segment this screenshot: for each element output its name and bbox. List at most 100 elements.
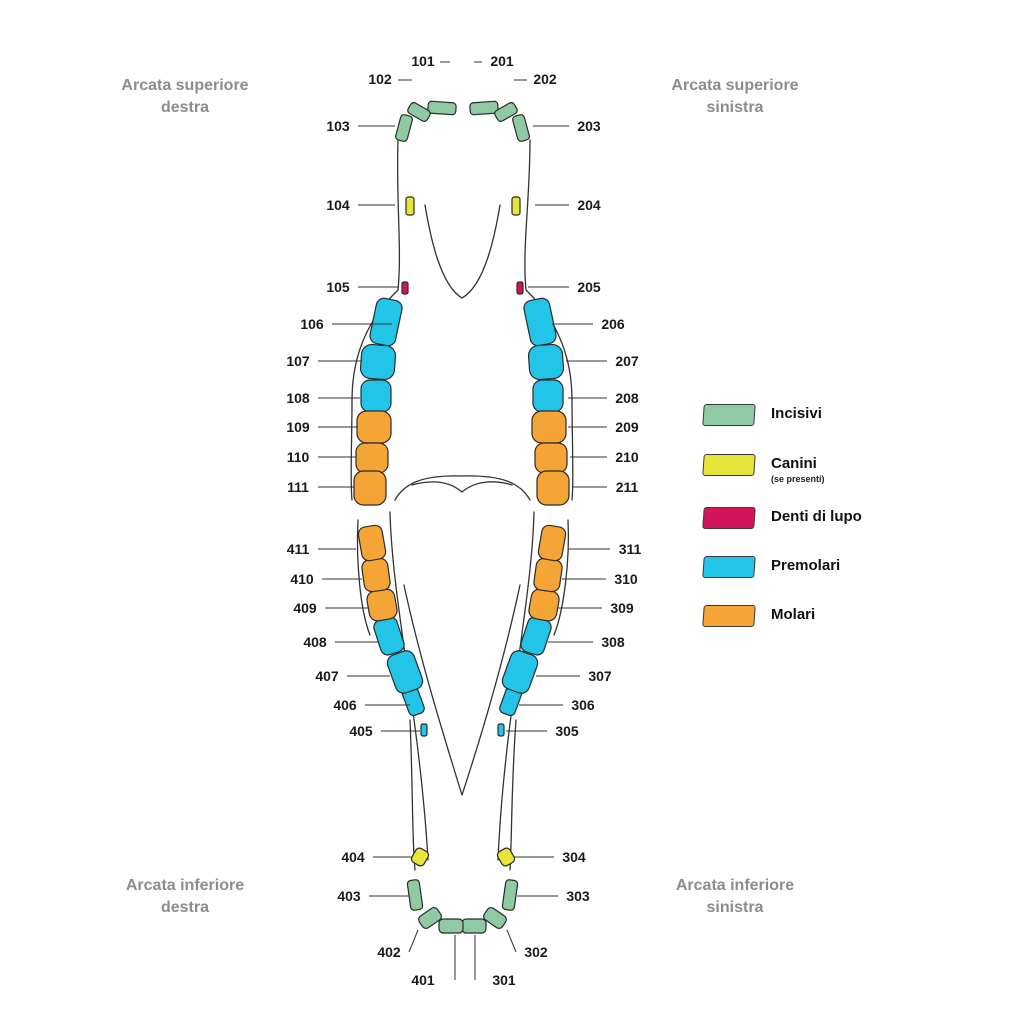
tooth-207 xyxy=(527,343,565,381)
tooth-204 xyxy=(511,196,521,216)
legend-label-denti-di-lupo: Denti di lupo xyxy=(771,508,862,525)
tooth-number-labels: 1011021031041051061071081091101112012022… xyxy=(286,53,641,988)
legend-item-molari: Molari xyxy=(702,601,923,631)
region-upper-left-line1: Arcata superiore xyxy=(671,77,799,94)
tooth-label-404: 404 xyxy=(341,849,365,865)
tooth-label-401: 401 xyxy=(411,972,435,988)
tooth-label-205: 205 xyxy=(577,279,601,295)
tooth-label-309: 309 xyxy=(610,600,634,616)
tooth-210 xyxy=(534,442,568,474)
tooth-label-210: 210 xyxy=(615,449,639,465)
tooth-405 xyxy=(420,723,428,737)
tooth-301 xyxy=(461,918,487,934)
tooth-label-204: 204 xyxy=(577,197,601,213)
tooth-209 xyxy=(531,410,567,444)
legend-swatch-canini xyxy=(702,454,756,476)
legend-label-incisivi: Incisivi xyxy=(771,405,822,422)
tooth-410 xyxy=(361,557,391,593)
tooth-label-106: 106 xyxy=(300,316,324,332)
tooth-label-303: 303 xyxy=(566,888,590,904)
tooth-411 xyxy=(357,524,387,562)
tooth-107 xyxy=(359,343,397,381)
tooth-108 xyxy=(360,379,392,413)
tooth-label-109: 109 xyxy=(286,419,310,435)
tooth-203 xyxy=(512,114,530,142)
tooth-label-408: 408 xyxy=(303,634,327,650)
tooth-label-203: 203 xyxy=(577,118,601,134)
tooth-label-111: 111 xyxy=(287,479,309,495)
tooth-label-206: 206 xyxy=(601,316,625,332)
tooth-104 xyxy=(405,196,415,216)
tooth-102 xyxy=(407,102,431,122)
legend-swatch-incisivi xyxy=(702,404,756,426)
tooth-label-209: 209 xyxy=(615,419,639,435)
legend-item-denti-di-lupo: Denti di lupo xyxy=(702,503,923,533)
tooth-label-304: 304 xyxy=(562,849,586,865)
tooth-label-202: 202 xyxy=(533,71,557,87)
region-lower-right: Arcata inferiore destra xyxy=(100,875,270,919)
tooth-label-107: 107 xyxy=(286,353,310,369)
tooth-label-305: 305 xyxy=(555,723,579,739)
tooth-201 xyxy=(469,100,499,116)
legend-label-canini: Canini xyxy=(771,455,817,472)
tooth-105 xyxy=(401,281,409,295)
tooth-label-102: 102 xyxy=(368,71,392,87)
legend-sublabel-canini: (se presenti) xyxy=(771,474,825,484)
tooth-404 xyxy=(410,847,430,867)
tooth-label-306: 306 xyxy=(571,697,595,713)
tooth-label-201: 201 xyxy=(490,53,514,69)
tooth-label-308: 308 xyxy=(601,634,625,650)
tooth-307 xyxy=(501,650,539,694)
jaw-outline xyxy=(350,139,574,871)
tooth-label-310: 310 xyxy=(614,571,638,587)
tooth-305 xyxy=(497,723,505,737)
leader-line-302 xyxy=(506,929,517,953)
tooth-label-108: 108 xyxy=(286,390,310,406)
tooth-401 xyxy=(438,918,464,934)
tooth-106 xyxy=(369,297,403,347)
tooth-208 xyxy=(532,379,564,413)
legend-item-canini: Canini (se presenti) xyxy=(702,450,923,484)
tooth-304 xyxy=(496,847,516,867)
tooth-407 xyxy=(386,650,424,694)
legend-swatch-denti-di-lupo xyxy=(702,507,756,529)
tooth-111 xyxy=(353,470,387,506)
teeth-layer xyxy=(353,100,570,934)
tooth-302 xyxy=(483,907,507,929)
region-lower-left: Arcata inferiore sinistra xyxy=(650,875,820,919)
region-upper-left: Arcata superiore sinistra xyxy=(650,75,820,119)
tooth-label-211: 211 xyxy=(616,479,639,495)
tooth-label-208: 208 xyxy=(615,390,639,406)
leader-lines xyxy=(318,61,610,980)
tooth-103 xyxy=(395,114,413,142)
tooth-label-411: 411 xyxy=(287,541,310,557)
tooth-label-101: 101 xyxy=(411,53,435,69)
region-upper-right: Arcata superiore destra xyxy=(100,75,270,119)
tooth-303 xyxy=(501,879,519,911)
tooth-310 xyxy=(533,557,563,593)
tooth-211 xyxy=(536,470,570,506)
tooth-label-302: 302 xyxy=(524,944,548,960)
tooth-311 xyxy=(537,524,567,562)
legend-swatch-molari xyxy=(702,605,756,627)
tooth-label-104: 104 xyxy=(326,197,350,213)
region-lower-right-line1: Arcata inferiore xyxy=(125,877,245,894)
tooth-110 xyxy=(355,442,389,474)
tooth-403 xyxy=(406,879,424,911)
tooth-202 xyxy=(494,102,518,122)
tooth-label-105: 105 xyxy=(326,279,350,295)
tooth-101 xyxy=(427,100,457,116)
tooth-205 xyxy=(516,281,524,295)
legend-item-incisivi: Incisivi xyxy=(702,400,923,430)
tooth-402 xyxy=(418,907,442,929)
region-lower-left-line2: sinistra xyxy=(706,899,764,916)
legend-label-molari: Molari xyxy=(771,606,816,623)
tooth-309 xyxy=(528,588,560,622)
tooth-109 xyxy=(356,410,392,444)
tooth-label-407: 407 xyxy=(315,668,339,684)
region-lower-left-line1: Arcata inferiore xyxy=(675,877,795,894)
tooth-label-103: 103 xyxy=(326,118,350,134)
tooth-label-410: 410 xyxy=(290,571,314,587)
tooth-label-207: 207 xyxy=(615,353,639,369)
